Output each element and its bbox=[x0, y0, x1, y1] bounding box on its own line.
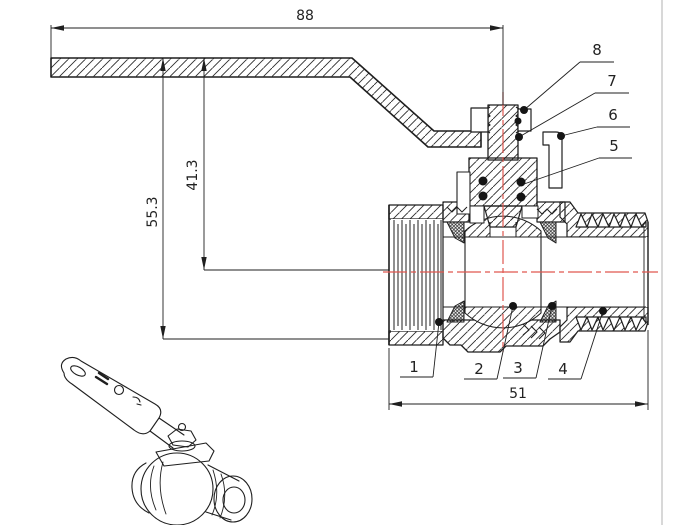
section-view bbox=[50, 57, 658, 353]
callout-8: 8 bbox=[520, 41, 614, 114]
callout-5-label: 5 bbox=[609, 137, 619, 155]
callout-3-label: 3 bbox=[513, 359, 523, 377]
male-threaded-end bbox=[559, 201, 649, 343]
handle-lock-piece bbox=[542, 131, 563, 189]
iso-handle bbox=[60, 356, 185, 449]
iso-handle-logo bbox=[94, 371, 110, 386]
gland-follower-left bbox=[469, 205, 485, 224]
iso-handle-arrow-mark bbox=[132, 396, 142, 406]
callout-7: 7 bbox=[515, 72, 629, 141]
dimension-41-3: 41.3 bbox=[185, 58, 389, 271]
iso-male-thread-lines bbox=[211, 469, 226, 519]
iso-female-end-lines bbox=[150, 461, 167, 515]
gland-follower-right bbox=[521, 205, 539, 219]
retainer-thread bbox=[522, 323, 546, 340]
dimension-51-label: 51 bbox=[509, 386, 527, 402]
callout-4: 4 bbox=[548, 307, 607, 380]
iso-male-end bbox=[205, 464, 253, 523]
callout-5: 5 bbox=[523, 137, 632, 185]
bonnet-thread-left bbox=[446, 206, 468, 213]
callout-4-label: 4 bbox=[558, 360, 568, 378]
callout-1: 1 bbox=[400, 318, 443, 378]
callout-2-label: 2 bbox=[474, 360, 484, 378]
dimension-51: 51 bbox=[388, 330, 649, 410]
dimensions: 88 55.3 41.3 51 bbox=[50, 8, 649, 410]
female-thread-lines bbox=[393, 220, 442, 330]
male-thread-profile-top bbox=[575, 213, 647, 228]
iso-handle-neck bbox=[149, 417, 185, 449]
dimension-41-3-label: 41.3 bbox=[185, 159, 201, 190]
bonnet-thread-right bbox=[536, 208, 558, 215]
iso-stem-nut bbox=[155, 422, 215, 467]
iso-body bbox=[131, 452, 214, 525]
handle-lever-section bbox=[50, 57, 482, 148]
centerlines bbox=[383, 92, 658, 352]
female-threaded-end bbox=[388, 204, 444, 346]
callout-2: 2 bbox=[464, 302, 517, 380]
callout-8-label: 8 bbox=[592, 41, 602, 59]
dimension-55-3: 55.3 bbox=[145, 58, 389, 340]
iso-stem-mount bbox=[155, 442, 215, 467]
callout-7-label: 7 bbox=[607, 72, 617, 90]
ball-seats bbox=[446, 221, 557, 323]
isometric-view bbox=[60, 356, 253, 525]
dimension-88-label: 88 bbox=[296, 8, 314, 24]
stem-nut-flat-left bbox=[470, 107, 489, 133]
part-callouts: 8 7 6 5 1 2 3 bbox=[400, 41, 632, 380]
gland-left bbox=[456, 171, 471, 215]
stem-seal-orings bbox=[478, 117, 526, 202]
callout-1-label: 1 bbox=[409, 358, 419, 376]
dimension-88: 88 bbox=[50, 8, 504, 105]
callout-6-label: 6 bbox=[608, 106, 618, 124]
callout-3: 3 bbox=[503, 302, 556, 379]
dimension-55-3-label: 55.3 bbox=[145, 196, 161, 227]
callout-6: 6 bbox=[557, 106, 630, 140]
